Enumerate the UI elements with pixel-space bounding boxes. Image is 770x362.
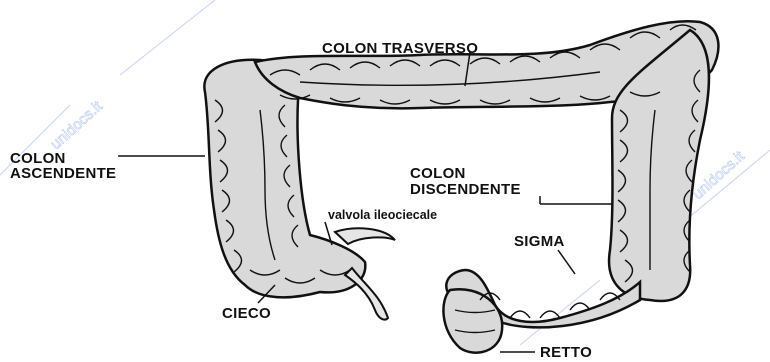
label-colon-discendente-line2: DISCENDENTE [410,181,521,198]
label-colon-discendente-line1: COLON [410,165,466,182]
label-colon-trasverso: COLON TRASVERSO [322,40,478,57]
watermark-text: unidocs.it [47,97,106,153]
ileum-shape [335,228,395,244]
label-retto: RETTO [540,344,592,361]
label-valvola-ileociecale: valvola ileociecale [328,208,437,222]
label-colon-ascendente-line2: ASCENDENTE [10,165,116,182]
label-cieco: CIECO [222,305,271,322]
label-sigma: SIGMA [514,233,565,250]
appendix-shape [345,268,388,320]
watermark-line [120,0,215,75]
leader-sigma [558,250,575,274]
